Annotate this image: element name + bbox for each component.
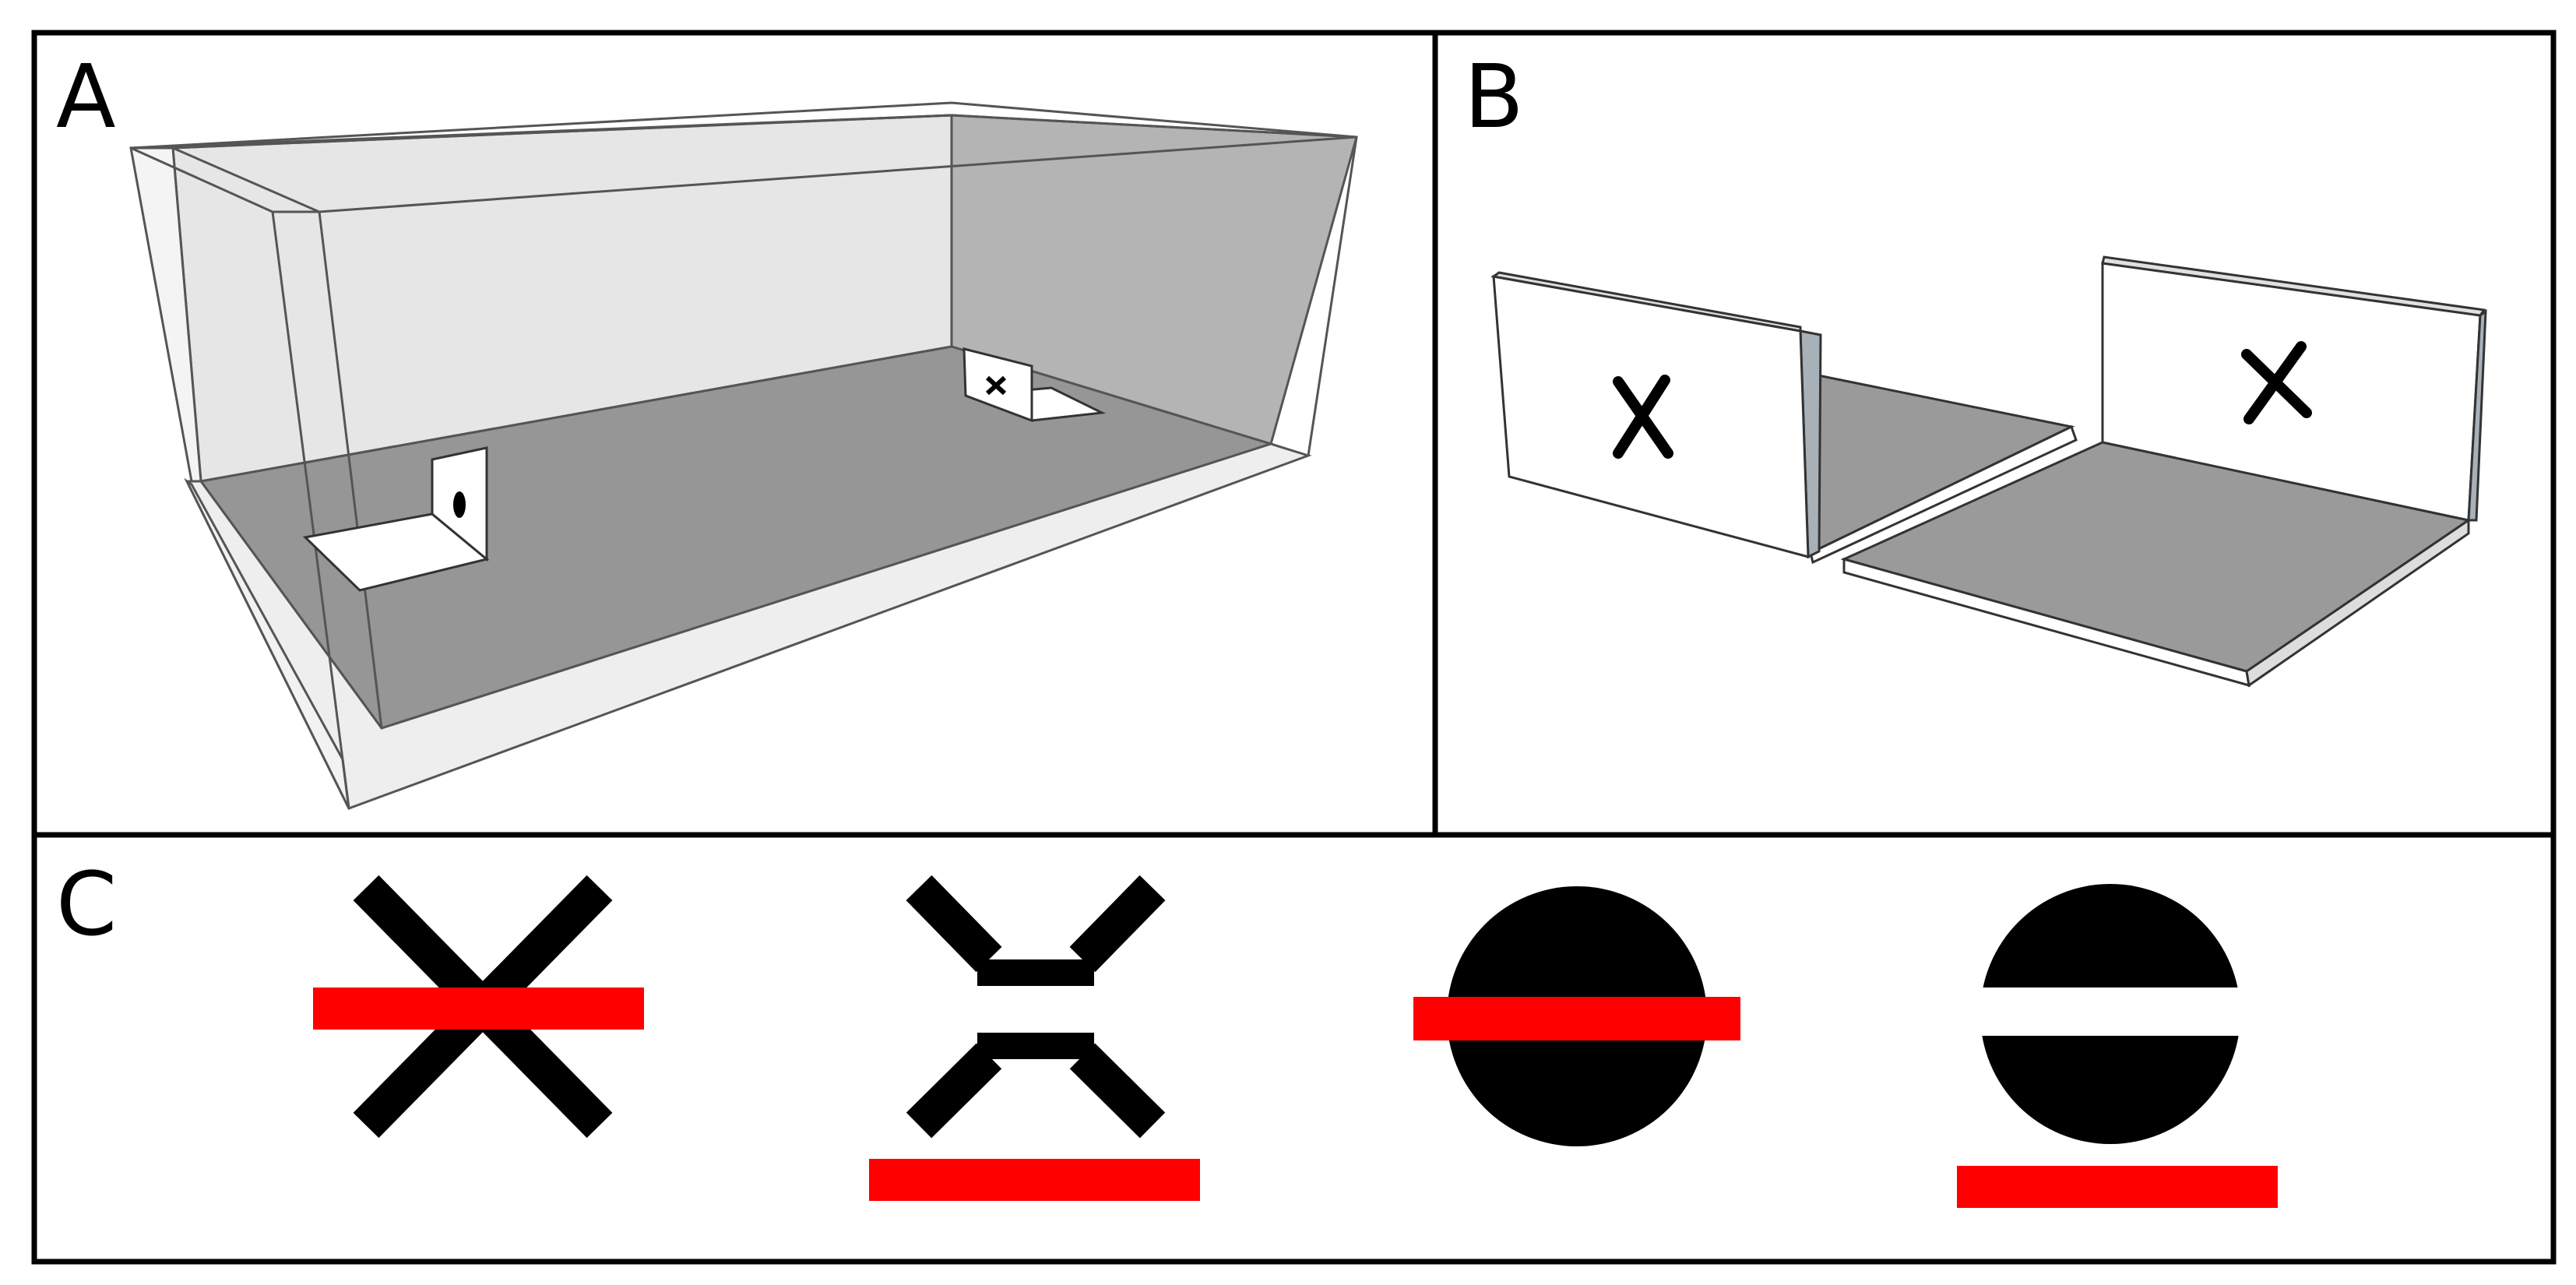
c-circle-bar [1413, 997, 1740, 1040]
outer-border [31, 30, 2557, 1265]
b-right-card-top [2101, 255, 2486, 317]
panel-borders [31, 30, 2557, 1265]
panel-b: B [1464, 47, 2487, 688]
c-x-split-bottom [906, 1043, 1166, 1139]
c-x-bar [313, 988, 644, 1030]
b-left-card-top [1490, 271, 1802, 333]
c-x-split-bottom-join [977, 1033, 1094, 1059]
b-left-floor-edge [1809, 424, 2078, 565]
c-x-split-bar [869, 1159, 1200, 1201]
b-right-card-x [2241, 341, 2312, 424]
arena-card-dot [302, 446, 490, 592]
arena-box [129, 101, 1358, 810]
c-circle-split-bar [1957, 1166, 2278, 1208]
b-left-card-x [1613, 375, 1673, 459]
b-right-floor-side [2245, 518, 2470, 688]
panel-c-label: C [56, 854, 117, 956]
panel-a-label: A [56, 47, 116, 148]
c-circle-split-gap [1970, 988, 2250, 1036]
arena-top-rim [130, 101, 1357, 150]
card-x-symbol [985, 375, 1007, 396]
panel-a: A [56, 47, 1358, 810]
c-circle-occluded [1413, 886, 1740, 1146]
arena-card-x [962, 347, 1107, 423]
c-x-split-top [906, 875, 1166, 973]
c-x-split-top-join [977, 959, 1094, 986]
c-circle-split [1957, 884, 2278, 1208]
card-dot-symbol [453, 491, 466, 518]
panel-c: C [56, 854, 2278, 1208]
c-x-split [869, 875, 1200, 1201]
b-right-card-side [2467, 308, 2487, 522]
panel-b-label: B [1464, 47, 1524, 148]
c-x-occluded [313, 875, 644, 1139]
